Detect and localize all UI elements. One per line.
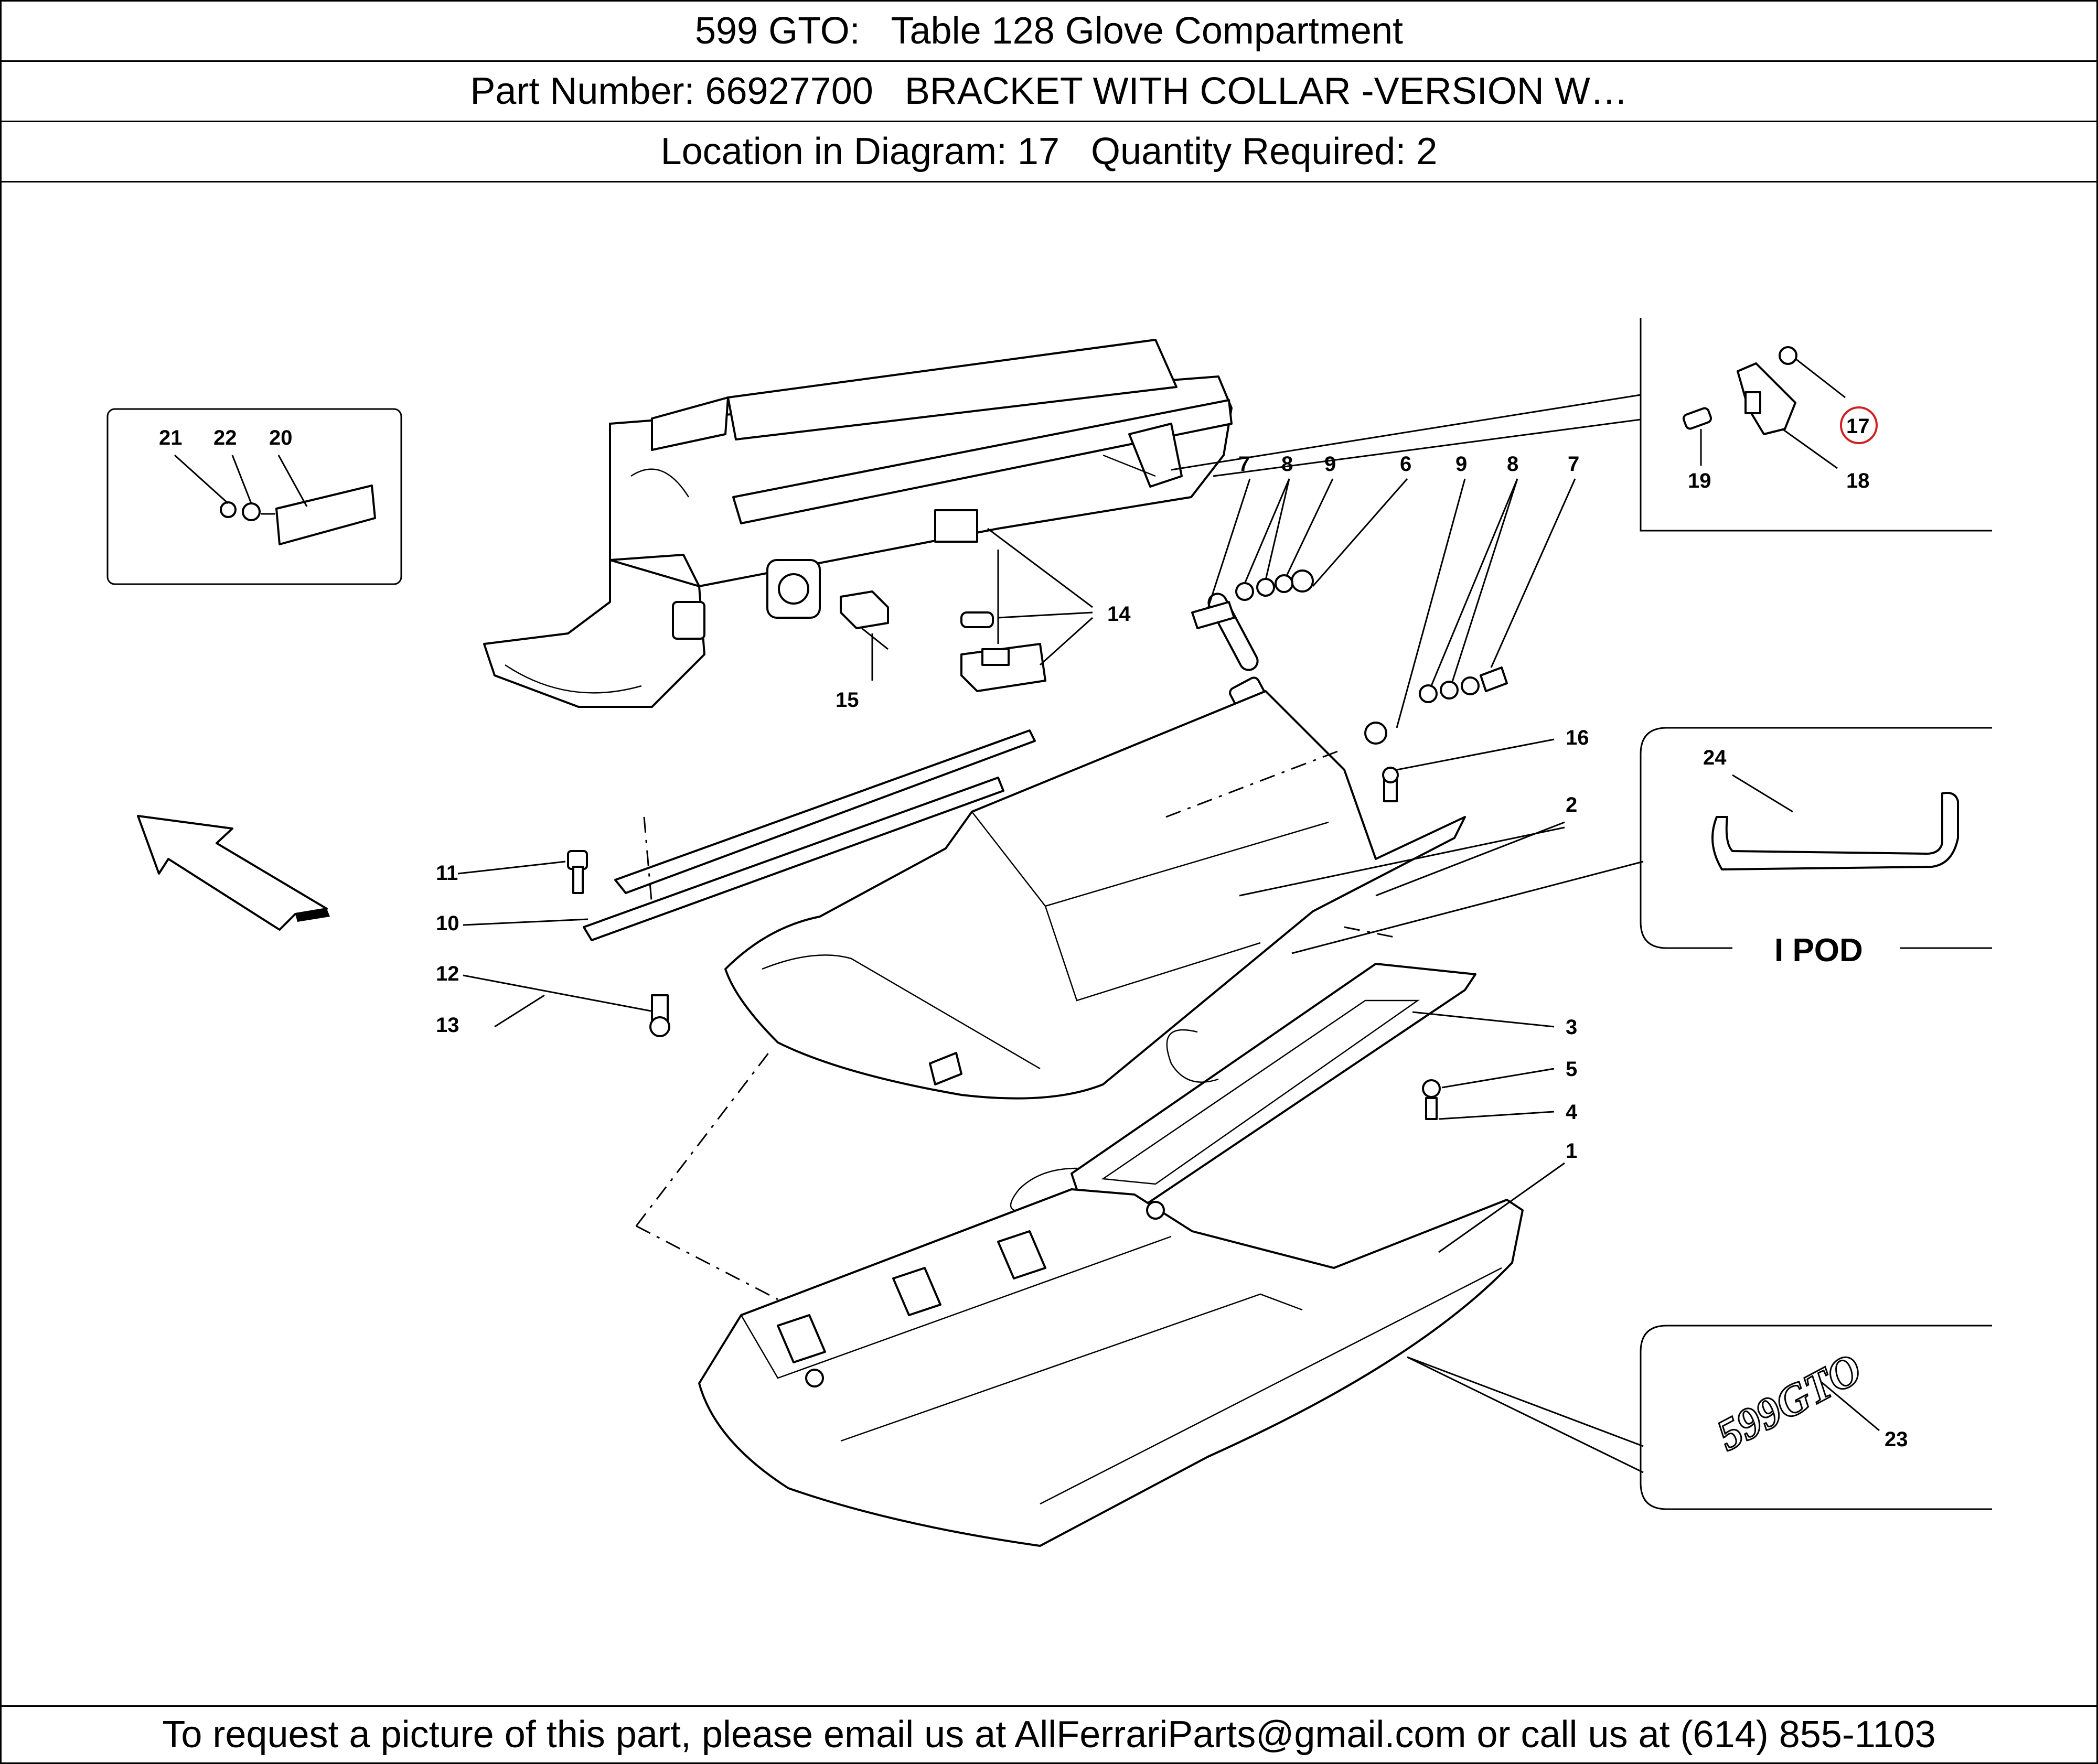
- highlight-circle-17: [1840, 406, 1878, 444]
- callout-22: 22: [213, 426, 237, 449]
- rail-10-fasteners: 11 10 12 13: [436, 729, 1036, 1037]
- callout-21: 21: [159, 426, 183, 449]
- callout-18: 18: [1846, 469, 1870, 492]
- inset-ipod-24: 24 I POD: [1640, 727, 1992, 969]
- callout-15: 15: [836, 689, 859, 712]
- page-title: 599 GTO: Table 128 Glove Compartment: [2, 2, 2096, 62]
- callout-17: 17: [1846, 415, 1870, 438]
- latch-rail-3: 3 5 4: [1010, 963, 1578, 1212]
- callout-1: 1: [1566, 1139, 1577, 1163]
- callout-16: 16: [1566, 726, 1589, 749]
- callout-7-right: 7: [1568, 453, 1579, 476]
- callout-14: 14: [1107, 603, 1131, 626]
- callout-20: 20: [269, 426, 293, 449]
- inset-badge-23: 599GTO 23: [1640, 1325, 1992, 1510]
- callout-8-left: 8: [1281, 453, 1293, 476]
- callout-12: 12: [436, 962, 459, 985]
- callout-4: 4: [1566, 1101, 1578, 1124]
- contact-footer: To request a picture of this part, pleas…: [2, 1705, 2096, 1762]
- inset-17-18-19: 17 18 19: [1171, 318, 1992, 532]
- glove-tray-liner: 16 2: [724, 690, 1644, 1100]
- direction-arrow-icon: [137, 815, 330, 931]
- part-number-line: Part Number: 66927700 BRACKET WITH COLLA…: [2, 62, 2096, 122]
- callout-19: 19: [1688, 469, 1711, 492]
- callout-5: 5: [1566, 1058, 1577, 1081]
- exploded-parts-diagram: 21 22 20 14 15: [106, 318, 1992, 1547]
- callout-11: 11: [436, 862, 458, 885]
- callout-6: 6: [1400, 453, 1411, 476]
- callout-9-right: 9: [1455, 453, 1467, 476]
- callout-9-left: 9: [1324, 453, 1336, 476]
- ipod-label: I POD: [1774, 932, 1863, 969]
- callout-2: 2: [1566, 793, 1577, 816]
- callout-23: 23: [1885, 1428, 1908, 1451]
- parts-14-15: 14 15: [836, 528, 1131, 712]
- location-quantity-line: Location in Diagram: 17 Quantity Require…: [2, 122, 2096, 182]
- callout-10: 10: [436, 912, 459, 935]
- glove-box-door-1: 1: [635, 816, 1644, 1547]
- callout-24: 24: [1703, 746, 1727, 769]
- callout-13: 13: [436, 1014, 459, 1037]
- glove-box-frame: [483, 339, 1233, 708]
- callout-8-right: 8: [1507, 453, 1518, 476]
- callout-3: 3: [1566, 1016, 1577, 1039]
- inset-21-22-20: 21 22 20: [106, 408, 402, 585]
